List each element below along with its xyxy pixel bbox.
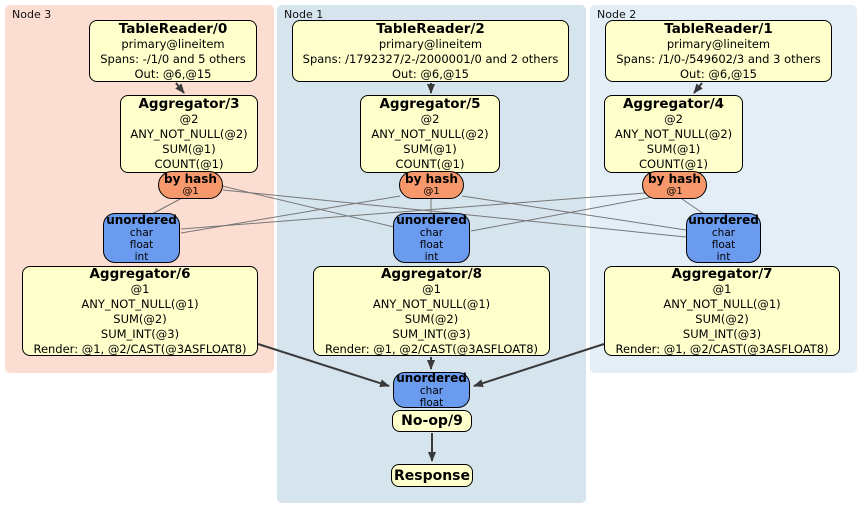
box-line-agg: ANY_NOT_NULL(@1) [81, 296, 199, 311]
box-line-agg: SUM(@1) [403, 142, 457, 156]
box-line-agg: SUM_INT(@3) [392, 326, 471, 341]
box-line-agg: COUNT(@1) [154, 157, 224, 171]
box-line-agg: COUNT(@1) [395, 157, 465, 171]
box-line-index: primary@lineitem [666, 36, 771, 51]
sync-col: int [716, 251, 731, 263]
node2-label: Node 2 [597, 8, 637, 21]
box-line-out: Out: @6,@15 [392, 66, 469, 81]
box-line-render: Render: @1, @2/CAST(@3ASFLOAT8) [33, 341, 247, 356]
sync-col: char [419, 385, 444, 397]
box-line-group: @1 [130, 281, 150, 296]
aggregator-6-box: Aggregator/6 @1 ANY_NOT_NULL(@1) SUM(@2)… [22, 266, 258, 356]
aggregator-4-box: Aggregator/4 @2 ANY_NOT_NULL(@2) SUM(@1)… [604, 95, 743, 173]
router-arg: @1 [182, 186, 199, 197]
box-title: Aggregator/3 [138, 96, 240, 112]
aggregator-7-box: Aggregator/7 @1 ANY_NOT_NULL(@1) SUM(@2)… [604, 266, 840, 356]
box-line-agg: SUM(@2) [695, 311, 749, 326]
sync-col: char [711, 227, 736, 239]
sync-label: unordered [106, 213, 177, 227]
box-line-group: @1 [712, 281, 732, 296]
box-line-agg: ANY_NOT_NULL(@2) [130, 127, 248, 141]
box-line-group: @2 [179, 112, 199, 126]
box-line-agg: ANY_NOT_NULL(@2) [371, 127, 489, 141]
box-line-index: primary@lineitem [378, 36, 483, 51]
unordered-sync-node2: unordered char float int [686, 213, 761, 263]
router-label: by hash [164, 172, 217, 186]
box-line-group: @2 [420, 112, 440, 126]
box-title: TableReader/1 [664, 20, 773, 37]
box-line-spans: Spans: /1/0-/549602/3 and 3 others [616, 51, 821, 66]
box-title: Aggregator/4 [622, 96, 725, 112]
unordered-sync-final: unordered char float [393, 371, 470, 409]
box-title: Aggregator/7 [671, 265, 773, 282]
table-reader-0-box: TableReader/0 primary@lineitem Spans: -/… [89, 20, 257, 82]
response-box: Response [391, 464, 473, 487]
box-line-agg: SUM(@1) [162, 142, 216, 156]
box-title: TableReader/0 [118, 20, 228, 37]
sync-col: float [711, 239, 736, 251]
box-line-group: @1 [422, 281, 441, 296]
node1-label: Node 1 [284, 8, 324, 21]
node3-label: Node 3 [12, 8, 52, 21]
sync-label: unordered [688, 213, 759, 227]
sync-label: unordered [396, 213, 467, 227]
box-line-agg: SUM(@2) [404, 311, 459, 326]
router-label: by hash [648, 172, 701, 186]
aggregator-3-box: Aggregator/3 @2 ANY_NOT_NULL(@2) SUM(@1)… [120, 95, 258, 173]
hash-router-node1: by hash @1 [399, 171, 464, 199]
router-label: by hash [405, 172, 458, 186]
box-line-agg: ANY_NOT_NULL(@1) [663, 296, 781, 311]
table-reader-2-box: TableReader/2 primary@lineitem Spans: /1… [292, 20, 569, 82]
hash-router-node3: by hash @1 [158, 171, 223, 199]
unordered-sync-node3: unordered char float int [103, 213, 180, 263]
sync-col: float [419, 397, 444, 409]
box-line-group: @2 [664, 112, 683, 126]
box-line-render: Render: @1, @2/CAST(@3ASFLOAT8) [324, 341, 539, 356]
box-line-out: Out: @6,@15 [134, 66, 212, 81]
box-title: Aggregator/5 [379, 96, 481, 112]
box-title: TableReader/2 [376, 20, 485, 37]
noop-box: No-op/9 [392, 410, 472, 432]
table-reader-1-box: TableReader/1 primary@lineitem Spans: /1… [605, 20, 832, 82]
box-line-spans: Spans: /1792327/2-/2000001/0 and 2 other… [302, 51, 559, 66]
box-line-agg: ANY_NOT_NULL(@1) [372, 296, 491, 311]
box-line-agg: SUM(@1) [646, 142, 701, 156]
sync-col: int [134, 251, 149, 263]
box-line-render: Render: @1, @2/CAST(@3ASFLOAT8) [615, 341, 829, 356]
sync-col: int [424, 251, 439, 263]
router-arg: @1 [423, 186, 440, 197]
sync-col: float [129, 239, 154, 251]
sync-col: char [419, 227, 444, 239]
sync-col: char [129, 227, 154, 239]
box-line-spans: Spans: -/1/0 and 5 others [100, 51, 246, 66]
box-title: No-op/9 [401, 413, 463, 429]
box-line-agg: COUNT(@1) [639, 157, 708, 171]
hash-router-node2: by hash @1 [642, 171, 707, 199]
aggregator-8-box: Aggregator/8 @1 ANY_NOT_NULL(@1) SUM(@2)… [313, 266, 550, 356]
sync-col: float [419, 239, 444, 251]
box-title: Aggregator/8 [380, 265, 483, 282]
box-line-out: Out: @6,@15 [680, 66, 757, 81]
box-line-index: primary@lineitem [121, 36, 225, 51]
box-title: Aggregator/6 [89, 265, 191, 282]
aggregator-5-box: Aggregator/5 @2 ANY_NOT_NULL(@2) SUM(@1)… [360, 95, 500, 173]
box-line-agg: SUM_INT(@3) [100, 326, 180, 341]
box-title: Response [393, 467, 471, 484]
sync-label: unordered [396, 371, 467, 385]
box-line-agg: SUM(@2) [113, 311, 167, 326]
box-line-agg: ANY_NOT_NULL(@2) [614, 127, 733, 141]
router-arg: @1 [666, 186, 683, 197]
box-line-agg: SUM_INT(@3) [682, 326, 762, 341]
unordered-sync-node1: unordered char float int [393, 213, 470, 263]
